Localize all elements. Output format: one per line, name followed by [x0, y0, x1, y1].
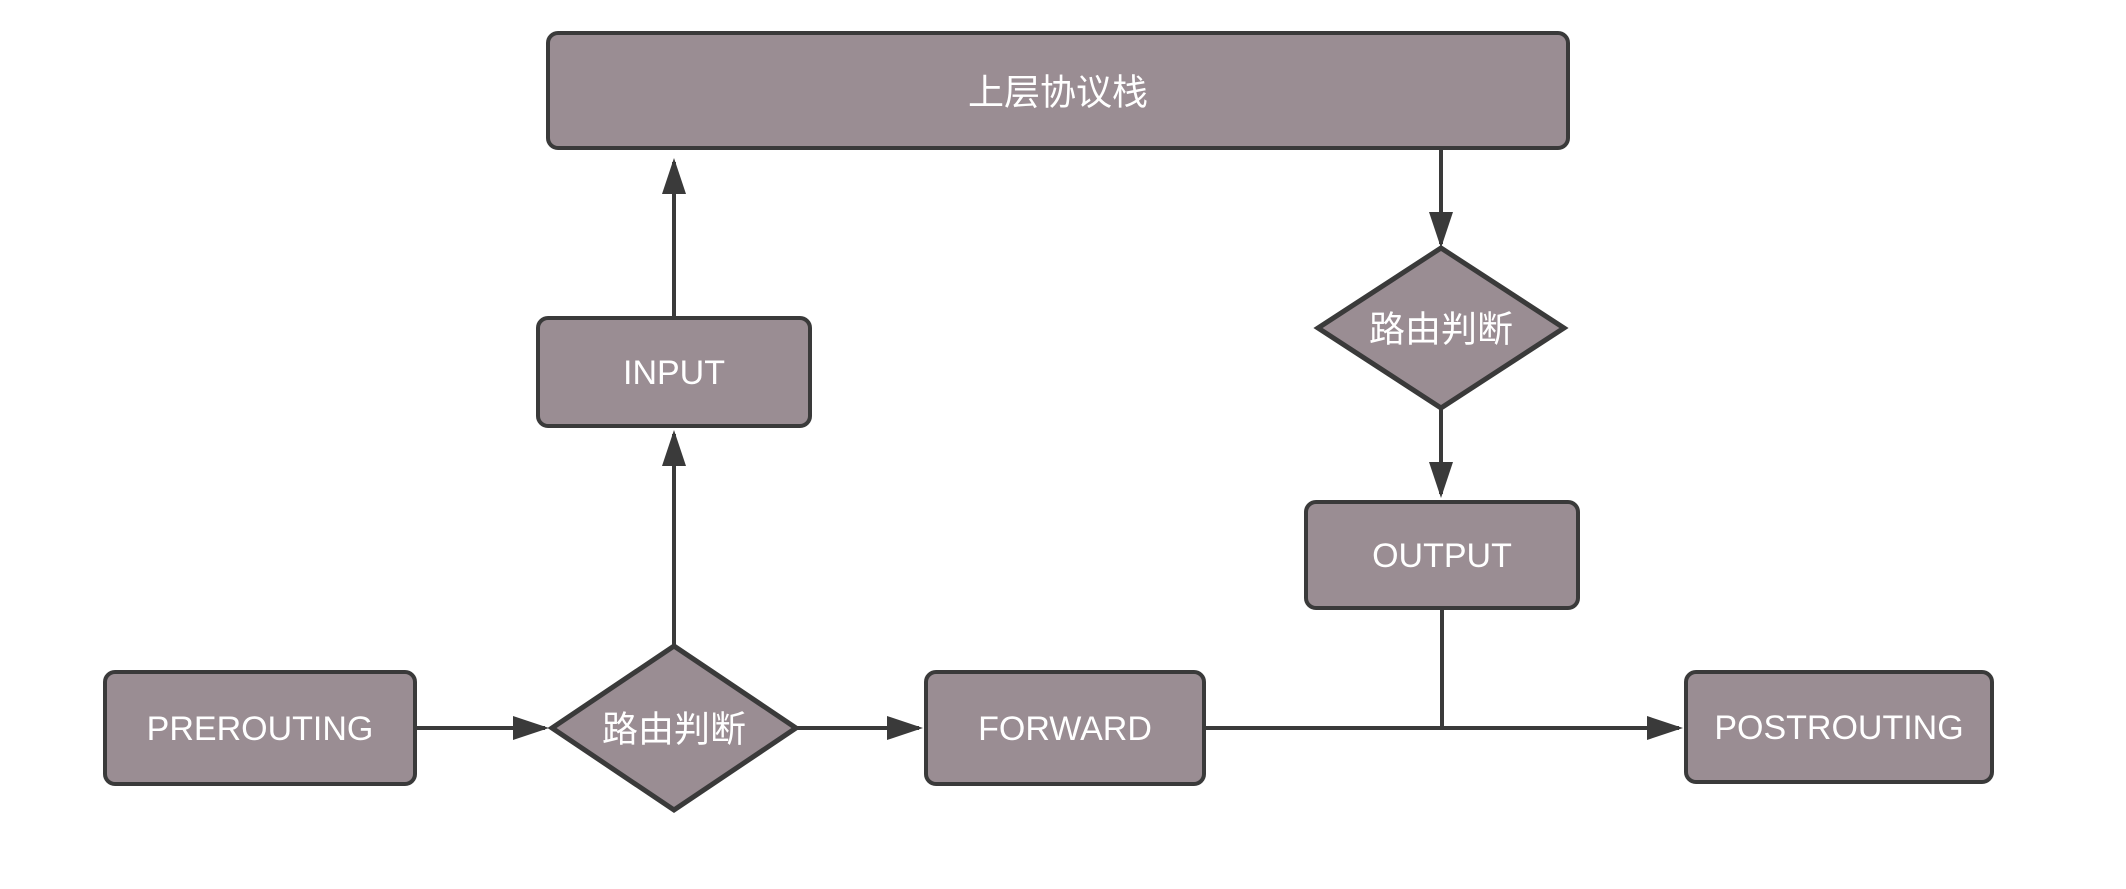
node-forward: FORWARD	[924, 670, 1206, 786]
upper-protocol-stack-label: 上层协议栈	[968, 72, 1148, 113]
routing-decision-right-diamond	[1313, 245, 1569, 411]
output-box	[1304, 500, 1580, 610]
postrouting-label: POSTROUTING	[1714, 709, 1963, 747]
routing-decision-left-label: 路由判断	[602, 709, 746, 750]
forward-box	[924, 670, 1206, 786]
node-routing-decision-left: 路由判断	[547, 642, 801, 814]
prerouting-label: PREROUTING	[147, 710, 374, 748]
upper-protocol-stack-box	[546, 31, 1570, 150]
node-output: OUTPUT	[1304, 500, 1580, 610]
node-prerouting: PREROUTING	[103, 670, 417, 786]
input-box	[536, 316, 812, 428]
node-routing-decision-right: 路由判断	[1313, 245, 1569, 411]
node-input: INPUT	[536, 316, 812, 428]
node-postrouting: POSTROUTING	[1684, 670, 1994, 784]
postrouting-box	[1684, 670, 1994, 784]
forward-label: FORWARD	[978, 710, 1152, 748]
node-upper-protocol-stack: 上层协议栈	[546, 31, 1570, 150]
input-label: INPUT	[623, 354, 725, 392]
output-label: OUTPUT	[1372, 537, 1512, 575]
prerouting-box	[103, 670, 417, 786]
routing-decision-left-diamond	[547, 642, 801, 814]
routing-decision-right-label: 路由判断	[1369, 309, 1513, 350]
